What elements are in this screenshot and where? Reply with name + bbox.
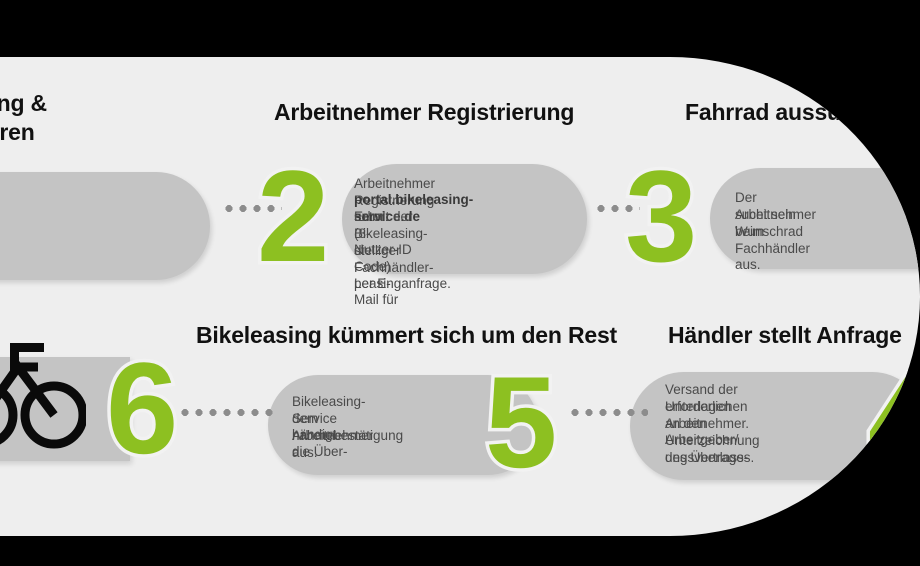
step-5-number: 5 — [481, 349, 560, 495]
step-2-body-line4: (8-stelliger Code) per E-Mail für — [354, 226, 401, 307]
step-2-pill — [342, 164, 587, 274]
step-3-heading: Fahrrad aussuchen — [685, 99, 894, 125]
step-6-number: 6 — [102, 335, 181, 481]
step-3-pill — [710, 168, 920, 269]
step-4-body-line5: ungsvertrages. — [665, 450, 755, 465]
step-1-pill — [0, 172, 210, 280]
step-2-heading: Arbeitnehmer Registrierung — [274, 99, 575, 125]
step-4-number: 4 — [864, 345, 920, 491]
step-1-heading-line1: ber Registrierung & — [0, 90, 47, 116]
step-5-heading: Bikeleasing kümmert sich um den Rest — [196, 322, 617, 348]
step-3-body-line1: Der Arbeitnehmer — [735, 190, 817, 222]
step-5-body-line2: dem Arbeitnehmer die Über- — [292, 411, 374, 459]
connector-5-4 — [568, 409, 648, 416]
step-5-pill — [268, 375, 538, 475]
step-4-pill — [630, 372, 920, 480]
step-4-body-line3: Arbeitnehmer. — [665, 416, 750, 431]
step-3-number: 3 — [621, 143, 700, 289]
connector-6-5 — [178, 409, 274, 416]
step-2-number: 2 — [253, 143, 332, 289]
step-4-body-line2: Unterlagen an den Arbeitgeber/ — [665, 399, 739, 447]
step-2-body-line3: Erhalt der Bikeleasing-Nutzer-ID — [354, 209, 428, 257]
connector-1-2 — [222, 205, 282, 212]
step-4-body-line1: Versand der erforderlichen — [665, 382, 748, 414]
step-2-body-line1: Arbeitnehmer Registrierung unter: — [354, 176, 436, 224]
connector-2-3 — [594, 205, 640, 212]
step-3-body-line3: beim Fachhändler aus. — [735, 224, 811, 272]
step-3-body-line2: sucht sein Wunschrad — [735, 207, 804, 239]
step-5-body-line3: nahmebestätigung aus. — [292, 428, 404, 460]
step-1-heading-line2: ehmer informieren — [0, 119, 35, 145]
infographic-slide: ber Registrierung & ehmer informieren mi… — [0, 57, 920, 536]
step-2-body-line5: die Fachhändler-Leasinganfrage. — [354, 243, 451, 291]
step-2-body-url: portal.bikeleasing-service.de — [354, 192, 474, 224]
step-4-heading: Händler stellt Anfrage — [668, 322, 902, 348]
step-4-body-line4: Unterzeichnung des Überlass- — [665, 433, 760, 465]
step-5-body-line1: Bikeleasing-Service händigt — [292, 394, 366, 442]
bicycle-icon — [0, 343, 86, 449]
